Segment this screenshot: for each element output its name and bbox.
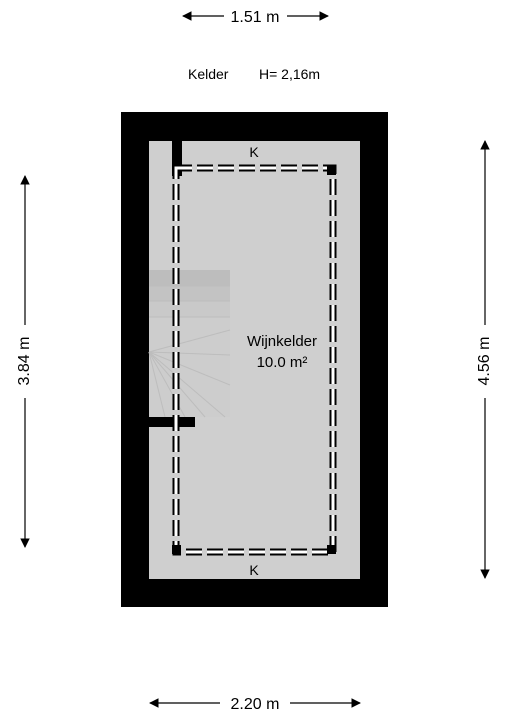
room-outline <box>172 164 337 556</box>
corner-br <box>327 545 336 554</box>
right-dimension-label: 4.56 m <box>476 337 493 386</box>
staircase <box>148 270 231 418</box>
k-label-top: K <box>249 144 259 160</box>
top-dimension-label: 1.51 m <box>231 9 280 26</box>
bottom-dimension-label: 2.20 m <box>231 696 280 713</box>
k-label-bottom: K <box>249 562 259 578</box>
corner-tr <box>327 166 336 175</box>
corner-bl <box>172 545 181 554</box>
ceiling-height: H= 2,16m <box>259 66 320 82</box>
room-area: 10.0 m² <box>257 354 308 371</box>
interior-wall-stairs <box>149 417 195 427</box>
floor-label: Kelder <box>188 66 229 82</box>
left-dimension-label: 3.84 m <box>16 337 33 386</box>
interior-wall-top <box>172 141 182 176</box>
room-name: Wijnkelder <box>247 333 317 350</box>
